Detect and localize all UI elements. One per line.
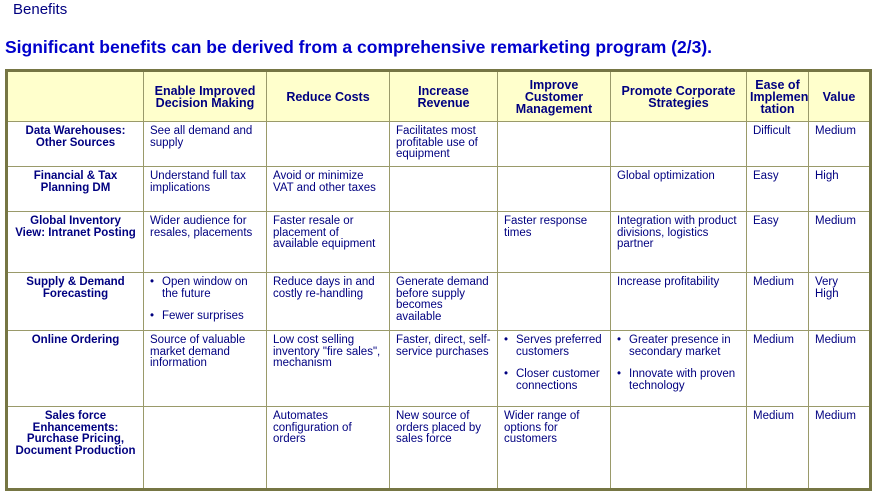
row-header: Supply & Demand Forecasting — [6, 272, 144, 331]
table-cell: Faster, direct, self-service purchases — [389, 330, 498, 407]
table-cell: Global optimization — [610, 166, 747, 212]
column-header: Reduce Costs — [266, 70, 390, 122]
column-header: Value — [808, 70, 871, 122]
column-header: Ease of Implemen- tation — [746, 70, 809, 122]
table-cell — [389, 166, 498, 212]
table-cell: Avoid or minimize VAT and other taxes — [266, 166, 390, 212]
row-header: Online Ordering — [6, 330, 144, 407]
table-cell — [497, 121, 611, 167]
table-cell: Increase profitability — [610, 272, 747, 331]
table-cell: Medium — [808, 330, 871, 407]
table-cell — [389, 211, 498, 273]
bullet-item: Fewer surprises — [150, 310, 260, 323]
table-cell: Wider audience for resales, placements — [143, 211, 267, 273]
table-cell: Faster resale or placement of available … — [266, 211, 390, 273]
column-header: Improve Customer Management — [497, 70, 611, 122]
table-cell: Faster response times — [497, 211, 611, 273]
bullet-item: Open window on the future — [150, 276, 260, 300]
table-cell: Easy — [746, 211, 809, 273]
bullet-item: Innovate with proven technology — [617, 368, 740, 392]
table-cell — [266, 121, 390, 167]
row-header: Financial & Tax Planning DM — [6, 166, 144, 212]
table-cell: Medium — [808, 406, 871, 490]
table-corner-cell — [6, 70, 144, 122]
table-cell: Greater presence in secondary marketInno… — [610, 330, 747, 407]
table-cell — [610, 406, 747, 490]
row-header: Sales force Enhancements: Purchase Prici… — [6, 406, 144, 490]
table-cell: Low cost selling inventory "fire sales",… — [266, 330, 390, 407]
table-cell: Reduce days in and costly re-handling — [266, 272, 390, 331]
slide-headline: Significant benefits can be derived from… — [5, 37, 713, 57]
table-cell: Very High — [808, 272, 871, 331]
table-cell: Medium — [808, 211, 871, 273]
table-cell: Open window on the futureFewer surprises — [143, 272, 267, 331]
table-cell: Source of valuable market demand informa… — [143, 330, 267, 407]
row-header: Data Warehouses: Other Sources — [6, 121, 144, 167]
column-header: Increase Revenue — [389, 70, 498, 122]
bullet-item: Greater presence in secondary market — [617, 334, 740, 358]
table-cell: Serves preferred customersCloser custome… — [497, 330, 611, 407]
table-cell: Wider range of options for customers — [497, 406, 611, 490]
bullet-list: Open window on the futureFewer surprises — [150, 276, 260, 323]
table-cell: See all demand and supply — [143, 121, 267, 167]
table-cell: Easy — [746, 166, 809, 212]
table-cell: Integration with product divisions, logi… — [610, 211, 747, 273]
table-cell: Difficult — [746, 121, 809, 167]
slide-topic: Benefits — [13, 1, 68, 18]
table-cell: Medium — [746, 272, 809, 331]
row-header: Global Inventory View: Intranet Posting — [6, 211, 144, 273]
column-header: Enable Improved Decision Making — [143, 70, 267, 122]
table-cell — [610, 121, 747, 167]
bullet-item: Serves preferred customers — [504, 334, 604, 358]
table-cell: Medium — [808, 121, 871, 167]
bullet-item: Closer customer connections — [504, 368, 604, 392]
table-cell: Generate demand before supply becomes av… — [389, 272, 498, 331]
table-cell: Medium — [746, 406, 809, 490]
table-cell — [497, 166, 611, 212]
table-cell: New source of orders placed by sales for… — [389, 406, 498, 490]
table-cell: Medium — [746, 330, 809, 407]
column-header: Promote Corporate Strategies — [610, 70, 747, 122]
table-cell: Facilitates most profitable use of equip… — [389, 121, 498, 167]
table-cell: Understand full tax implications — [143, 166, 267, 212]
table-cell — [143, 406, 267, 490]
table-row: Supply & Demand ForecastingOpen window o… — [6, 272, 871, 331]
table-cell: High — [808, 166, 871, 212]
bullet-list: Serves preferred customersCloser custome… — [504, 334, 604, 392]
table-cell — [497, 272, 611, 331]
table-cell: Automates configuration of orders — [266, 406, 390, 490]
table-row: Sales force Enhancements: Purchase Prici… — [6, 406, 871, 490]
bullet-list: Greater presence in secondary marketInno… — [617, 334, 740, 392]
